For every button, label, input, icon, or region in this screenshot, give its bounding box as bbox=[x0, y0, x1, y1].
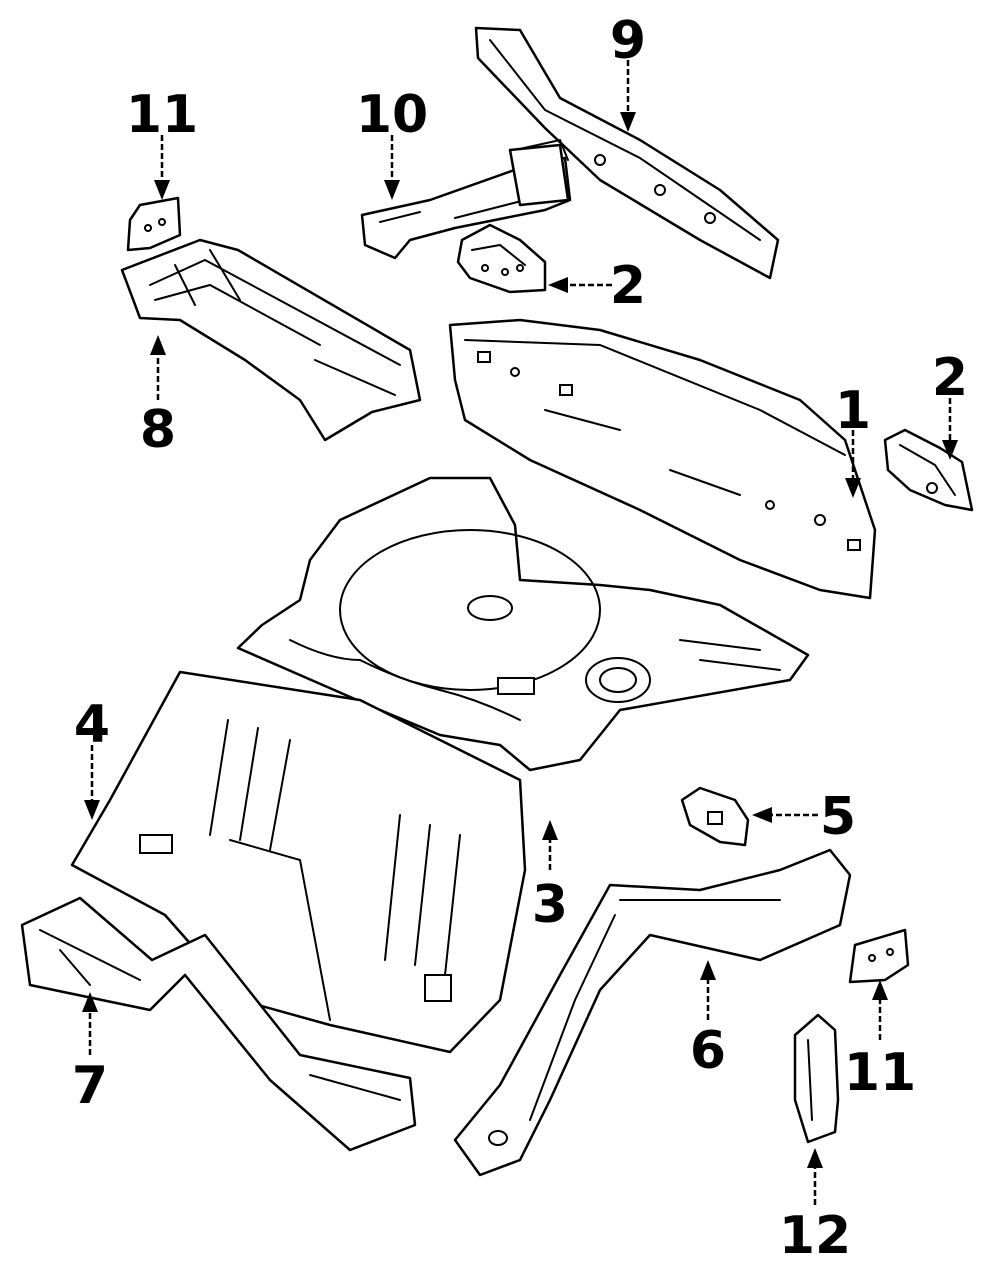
part-7-left-rail[interactable] bbox=[20, 896, 417, 1152]
callout-8: 8 bbox=[140, 400, 176, 460]
part-10-bracket[interactable] bbox=[360, 138, 572, 260]
callout-2-upper: 2 bbox=[610, 256, 646, 316]
part-2-bracket-upper[interactable] bbox=[456, 223, 547, 294]
callout-6: 6 bbox=[690, 1021, 726, 1081]
callout-10: 10 bbox=[356, 85, 428, 145]
callout-12: 12 bbox=[779, 1206, 851, 1266]
part-3-floor-pan[interactable] bbox=[236, 476, 810, 772]
part-8-cross-frame[interactable] bbox=[120, 238, 422, 442]
part-2-bracket-right[interactable] bbox=[883, 428, 974, 512]
callout-5: 5 bbox=[820, 787, 856, 847]
callout-4: 4 bbox=[74, 695, 110, 755]
part-4-floor-section[interactable] bbox=[70, 670, 527, 1054]
part-9-cross-member[interactable] bbox=[474, 26, 780, 280]
part-12-bracket[interactable] bbox=[793, 1013, 840, 1144]
leader-lines bbox=[82, 60, 958, 1205]
callout-2-right: 2 bbox=[932, 348, 968, 408]
part-1-rear-panel[interactable] bbox=[448, 318, 877, 600]
callout-7: 7 bbox=[72, 1056, 108, 1116]
callout-3: 3 bbox=[532, 875, 568, 935]
callout-11-right: 11 bbox=[844, 1043, 916, 1103]
callout-1: 1 bbox=[835, 381, 871, 441]
callout-9: 9 bbox=[610, 11, 646, 71]
part-11-plate-upper[interactable] bbox=[126, 196, 182, 252]
part-6-right-rail[interactable] bbox=[453, 848, 852, 1177]
part-11-plate-right[interactable] bbox=[848, 928, 910, 984]
callout-11-upper: 11 bbox=[126, 85, 198, 145]
part-5-mount[interactable] bbox=[680, 786, 750, 847]
